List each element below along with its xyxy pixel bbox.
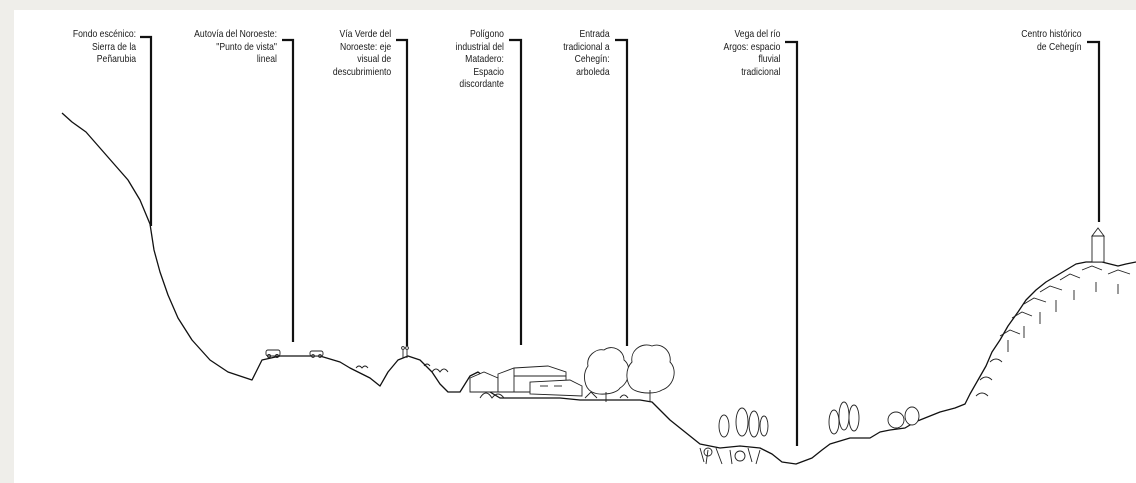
label-fondo-escenico: Fondo escénico: Sierra de la Peñarubia: [72, 28, 136, 65]
label-vega-rio-argos: Vega del río Argos: espacio fluvial trad…: [723, 28, 780, 78]
historic-centre-buildings: [975, 227, 1131, 397]
pedestrian-icons: [401, 346, 409, 358]
label-autovia-noroeste: Autovía del Noroeste: "Punto de vista" l…: [194, 28, 277, 65]
label-centro-historico: Centro histórico de Cehegín: [1021, 28, 1082, 53]
terrain-profile-line: [61, 112, 1136, 465]
entrance-trees: [584, 344, 675, 402]
drawing-panel: [14, 10, 1136, 483]
leader-lines: [140, 35, 1101, 446]
label-entrada-tradicional: Entrada tradicional a Cehegín: arboleda: [563, 28, 610, 78]
label-via-verde: Vía Verde del Noroeste: eje visual de de…: [332, 28, 391, 78]
vega-poplars-right: [828, 401, 920, 435]
shrub-sketches: [355, 363, 449, 373]
industrial-buildings: [469, 365, 598, 399]
label-poligono-industrial: Polígono industrial del Matadero: Espaci…: [455, 28, 504, 90]
vega-poplars-left: [699, 407, 769, 465]
car-icons: [265, 349, 324, 358]
